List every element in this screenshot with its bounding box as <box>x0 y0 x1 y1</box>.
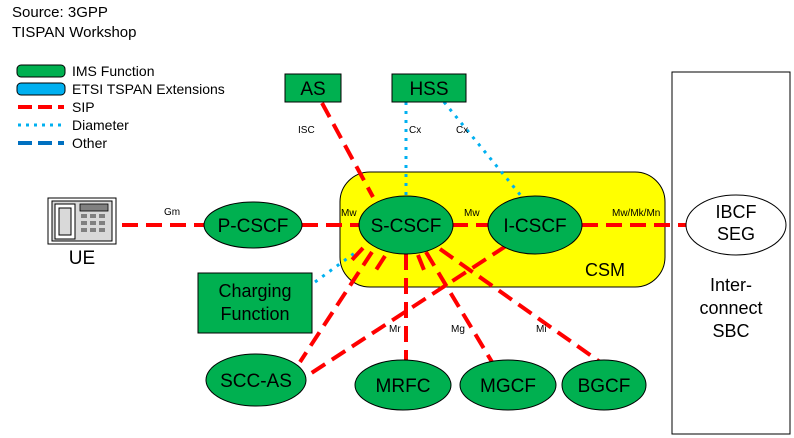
legend-etsi-extensions <box>16 81 68 97</box>
legend-ims-function <box>16 63 68 79</box>
legend-etsi-label: ETSI TSPAN Extensions <box>72 81 225 97</box>
diameter-links <box>314 101 524 284</box>
legend-other-label: Other <box>72 135 108 151</box>
mw-interface-label-2: Mw <box>464 208 480 219</box>
sip-links <box>122 102 687 376</box>
mg-interface-label: Mg <box>451 324 465 335</box>
mr-interface-label: Mr <box>389 324 401 335</box>
scscf-spoke-b <box>416 254 426 271</box>
legend-sip-label: SIP <box>72 99 95 115</box>
sccas-label: SCC-AS <box>220 371 292 392</box>
gm-interface-label: Gm <box>164 207 180 218</box>
legend-etsi-swatch <box>16 82 66 96</box>
legend-other-line <box>18 141 64 145</box>
legend-other <box>16 135 68 151</box>
workshop-label: TISPAN Workshop <box>12 24 137 41</box>
bgcf-node <box>561 359 647 411</box>
csm-label: CSM <box>585 260 625 280</box>
icscf-sccas-link <box>308 244 508 376</box>
source-label: Source: 3GPP <box>12 4 108 21</box>
icscf-node <box>487 195 583 255</box>
mrfc-label: MRFC <box>376 376 431 397</box>
scscf-sccas-link <box>298 250 374 364</box>
as-label: AS <box>300 79 325 100</box>
sbc-label-line2: connect <box>699 298 762 318</box>
hss-label: HSS <box>409 79 448 100</box>
isc-link <box>320 102 375 198</box>
charging-function-node <box>197 272 313 334</box>
ibcf-label-line1: IBCF <box>715 202 756 222</box>
mw-interface-label-1: Mw <box>341 208 357 219</box>
legend-sip <box>16 99 68 115</box>
bgcf-label: BGCF <box>578 376 631 397</box>
mgcf-node <box>459 359 557 411</box>
sbc-label-line3: SBC <box>712 321 749 341</box>
legend-diameter-label: Diameter <box>72 117 129 133</box>
isc-interface-label: ISC <box>298 125 315 136</box>
legend-sip-line <box>18 105 64 109</box>
cx-link-hss-icscf <box>442 101 524 198</box>
ue-phone-icon <box>47 197 117 245</box>
scscf-label: S-CSCF <box>371 216 442 237</box>
cx-interface-label-2: Cx <box>456 125 468 136</box>
legend-ims-swatch <box>16 64 66 78</box>
ue-label: UE <box>69 248 95 269</box>
scscf-spoke-a <box>374 254 387 272</box>
hss-node <box>391 73 467 103</box>
charging-label-line2: Function <box>220 304 289 324</box>
legend-ims-label: IMS Function <box>72 63 155 79</box>
sbc-label-line1: Inter- <box>710 275 752 295</box>
mi-interface-label: Mi <box>536 324 547 335</box>
mgcf-label: MGCF <box>480 376 536 397</box>
icscf-label: I-CSCF <box>503 216 566 237</box>
mg-link <box>424 250 494 364</box>
cx-interface-label-1: Cx <box>409 125 421 136</box>
charging-label-line1: Charging <box>218 281 291 301</box>
mi-link <box>438 247 602 364</box>
pcscf-node <box>203 201 303 249</box>
mw-mk-mn-interface-label: Mw/Mk/Mn <box>612 208 660 219</box>
as-node <box>284 73 342 103</box>
scscf-node <box>358 195 454 255</box>
ibcf-label-line2: SEG <box>717 224 755 244</box>
scscf-charging-link <box>348 246 365 264</box>
ibcf-seg-node <box>685 194 787 256</box>
mrfc-node <box>354 359 452 411</box>
sccas-node <box>205 353 307 407</box>
pcscf-label: P-CSCF <box>218 216 289 237</box>
